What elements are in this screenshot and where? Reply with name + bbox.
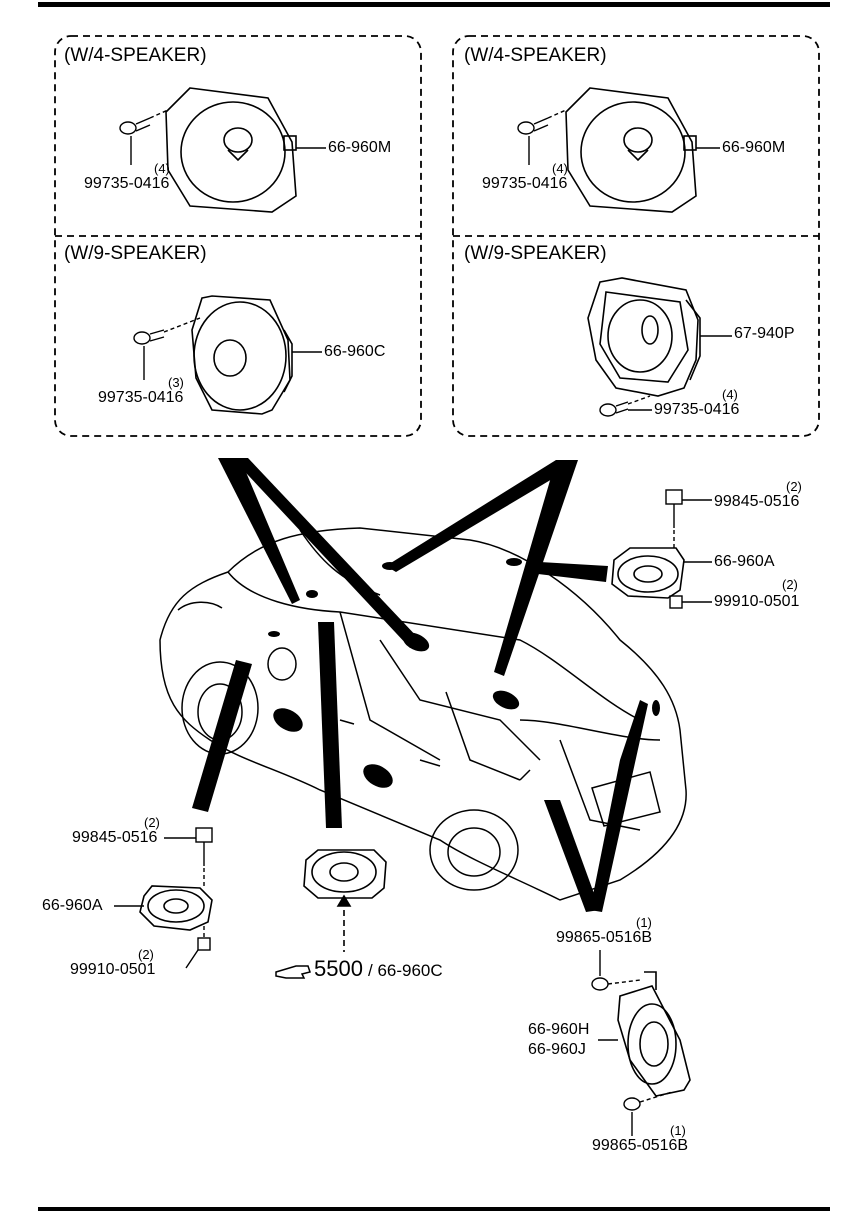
bottom-rule [38,1207,830,1211]
part-number: 99735-0416 [84,175,170,192]
bolt-icon [591,950,641,991]
panel-title-bottom-left: (W/9-SPEAKER) [64,243,207,264]
tweeter-icon [139,885,213,931]
part-number: 66-960A [42,897,103,914]
round-speaker-icon [191,295,293,415]
quantity: (4) [154,161,170,176]
panel-right [452,35,820,437]
part-number: 66-960H [528,1021,590,1038]
quantity: (2) [786,479,802,494]
reference-part: / 66-960C [368,961,443,980]
top-rule [38,2,830,7]
part-number: 99845-0516 [714,493,800,510]
panel-left [54,35,422,437]
quantity: (1) [670,1123,686,1138]
part-number: 67-940P [734,325,795,342]
part-number: 66-960J [528,1041,586,1058]
quantity: (1) [636,915,652,930]
part-number: 99865-0516B [592,1137,689,1154]
speaker-location-marks [268,558,660,788]
oval-speaker-icon [165,87,297,213]
part-number: 66-960A [714,553,775,570]
part-number: 99735-0416 [98,389,184,406]
vehicle-illustration [159,527,687,901]
bolt-icon [164,827,213,886]
screw-icon [119,109,169,165]
screw-icon [599,395,652,417]
quantity: (2) [144,815,160,830]
part-number: 99735-0416 [654,401,740,418]
tweeter-icon [611,547,685,599]
dash-speaker-icon [303,849,387,952]
part-number: 99735-0416 [482,175,568,192]
screw-icon [517,109,567,165]
panel-title-top-right: (W/4-SPEAKER) [464,45,607,66]
callout-wedges [192,458,648,912]
bracket-speaker-icon [587,277,701,397]
quantity: (3) [168,375,184,390]
oval-speaker-icon [565,87,697,213]
quantity: (2) [138,947,154,962]
reference-number: 5500 [314,956,363,981]
part-number: 99845-0516 [72,829,158,846]
part-number: 99910-0501 [70,961,156,978]
pointing-hand-icon [275,965,311,979]
part-number: 99865-0516B [556,929,653,946]
part-number: 99910-0501 [714,593,800,610]
screw-icon [133,317,201,380]
part-number: 66-960M [328,139,392,156]
quantity: (4) [552,161,568,176]
panel-title-top-left: (W/4-SPEAKER) [64,45,207,66]
part-number: 66-960C [324,343,386,360]
nut-icon [185,926,211,969]
bolt-icon [665,489,712,548]
quantity: (4) [722,387,738,402]
quantity: (2) [782,577,798,592]
nut-icon [669,595,712,609]
tailgate-speaker-icon [617,971,691,1097]
part-number: 66-960M [722,139,786,156]
panel-title-bottom-right: (W/9-SPEAKER) [464,243,607,264]
bolt-icon [623,1091,673,1136]
